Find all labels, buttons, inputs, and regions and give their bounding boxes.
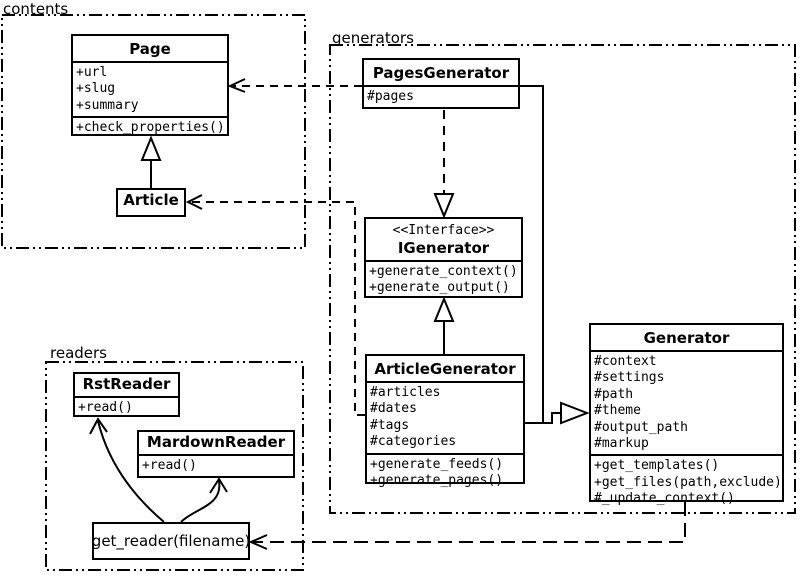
class-box-rstreader: RstReader +read() — [73, 372, 180, 417]
class-box-mardownreader: MardownReader +read() — [137, 430, 295, 478]
class-attributes-pagesgenerator: #pages — [364, 85, 518, 107]
edge-getreader-to-mardownreader-association — [180, 477, 228, 523]
class-box-article: Article — [116, 188, 186, 217]
edge-articlegenerator-to-article-dependency — [185, 194, 365, 416]
attribute-row: #context — [594, 354, 657, 369]
hollow-triangle-arrowhead-icon — [560, 401, 590, 425]
open-arrowhead-icon — [227, 78, 246, 93]
class-title-igenerator: IGenerator — [397, 239, 490, 257]
package-border-generators — [329, 44, 796, 514]
edge-generator-to-getreader-dependency — [248, 502, 686, 550]
method-row: #_update_context() — [594, 491, 735, 507]
package-label-readers: readers — [50, 344, 107, 362]
class-box-generator: Generator #context #settings #path #them… — [589, 323, 784, 506]
method-row: +read() — [142, 458, 197, 473]
package-label-generators: generators — [332, 29, 414, 47]
method-row: +generate_context() — [369, 264, 518, 279]
function-box-get-reader: get_reader(filename) — [92, 522, 250, 560]
class-box-pagesgenerator: PagesGenerator #pages — [362, 58, 520, 109]
attribute-row: +url — [76, 65, 108, 80]
attribute-row: #markup — [594, 436, 649, 452]
class-methods-page: +check_properties() — [73, 116, 227, 138]
package-label-contents: contents — [3, 0, 69, 18]
hollow-triangle-arrowhead-icon — [433, 296, 455, 322]
edge-article-to-page-generalization — [140, 135, 162, 188]
package-border-readers — [45, 361, 304, 571]
class-title-rstreader: RstReader — [82, 375, 171, 393]
attribute-row: #theme — [594, 403, 641, 419]
class-methods-igenerator: +generate_context() +generate_output() — [366, 260, 521, 299]
class-methods-generator: +get_templates() +get_files(path,exclude… — [591, 454, 782, 509]
method-row: +read() — [78, 400, 133, 415]
attribute-row: #pages — [367, 89, 414, 104]
class-title-generator: Generator — [643, 329, 730, 347]
method-row: +generate_output() — [369, 280, 510, 296]
open-arrowhead-icon — [185, 194, 203, 210]
class-attributes-generator: #context #settings #path #theme #output_… — [591, 350, 782, 454]
hollow-triangle-arrowhead-icon — [433, 193, 455, 219]
attribute-row: #path — [594, 386, 634, 402]
attribute-row: #output_path — [594, 419, 688, 435]
class-attributes-articlegenerator: #articles #dates #tags #categories — [367, 381, 523, 453]
class-title-mardownreader: MardownReader — [146, 433, 286, 451]
hollow-triangle-arrowhead-icon — [140, 135, 162, 161]
attribute-row: #tags — [370, 417, 410, 433]
class-title-article: Article — [123, 191, 179, 209]
method-row: +get_templates() — [594, 458, 720, 474]
class-stereotype-igenerator: <<Interface>> — [392, 223, 495, 238]
class-methods-rstreader: +read() — [75, 396, 178, 418]
edge-getreader-to-rstreader-association — [89, 417, 165, 523]
class-title-page: Page — [129, 40, 171, 58]
attribute-row: #categories — [370, 434, 457, 450]
open-arrowhead-icon — [209, 477, 228, 494]
open-arrowhead-icon — [248, 534, 268, 550]
edge-articlegenerator-to-igenerator-generalization — [433, 296, 455, 354]
edge-pagesgenerator-to-page-dependency — [227, 78, 362, 93]
class-title-articlegenerator: ArticleGenerator — [374, 360, 516, 378]
function-label-get-reader: get_reader(filename) — [91, 532, 251, 550]
edge-generators-to-generator-generalization — [520, 85, 590, 425]
package-border-contents — [1, 14, 306, 249]
open-arrowhead-icon — [89, 417, 108, 435]
edge-pagesgenerator-to-igenerator-realization — [433, 110, 455, 219]
method-row: +check_properties() — [76, 120, 224, 136]
attribute-row: #settings — [594, 370, 665, 386]
method-row: +generate_feeds() — [370, 456, 504, 472]
method-row: +generate_pages() — [370, 473, 504, 489]
attribute-row: +slug — [76, 81, 116, 97]
class-box-articlegenerator: ArticleGenerator #articles #dates #tags … — [365, 354, 525, 488]
class-box-igenerator: <<Interface>> IGenerator +generate_conte… — [364, 217, 523, 298]
method-row: +get_files(path,exclude) — [594, 474, 779, 490]
class-attributes-page: +url +slug +summary — [73, 61, 227, 116]
class-title-pagesgenerator: PagesGenerator — [372, 64, 510, 82]
attribute-row: #articles — [370, 385, 441, 400]
attribute-row: +summary — [76, 97, 139, 113]
class-methods-articlegenerator: +generate_feeds() +generate_pages() — [367, 452, 523, 492]
attribute-row: #dates — [370, 401, 417, 417]
class-box-page: Page +url +slug +summary +check_properti… — [71, 34, 229, 136]
class-methods-mardownreader: +read() — [139, 454, 293, 476]
